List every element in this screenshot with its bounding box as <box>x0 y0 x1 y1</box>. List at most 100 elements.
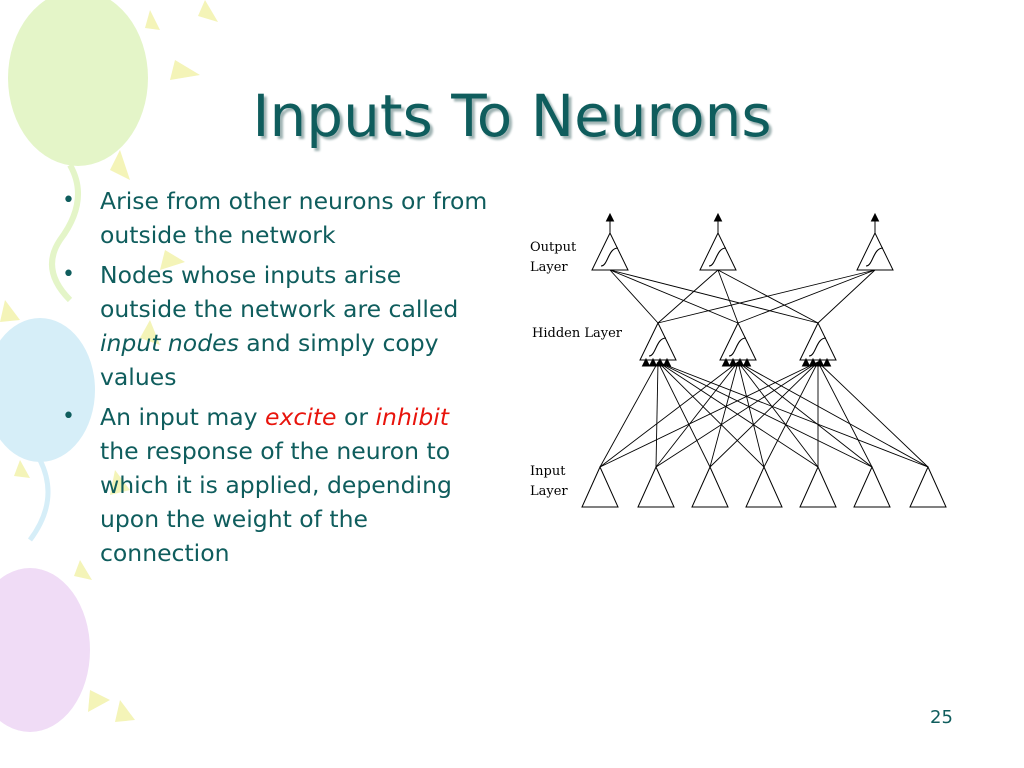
output-arrow-icon <box>605 212 615 222</box>
bullet-dot: • <box>62 404 75 429</box>
neuron-triangle <box>637 465 675 508</box>
input-node <box>637 465 675 508</box>
input-arrow-icon <box>808 357 818 367</box>
bullet-emphasis: input nodes <box>100 329 239 357</box>
neuron-triangle <box>853 465 891 508</box>
bullet-text: Nodes whose inputs arise outside the net… <box>100 261 459 323</box>
bullet-item: • Arise from other neurons or from outsi… <box>58 184 488 252</box>
input-arrow-icon <box>815 357 825 367</box>
sigmoid-icon <box>708 247 727 267</box>
connection-line <box>717 269 739 324</box>
connection-line <box>657 361 819 468</box>
hidden-neuron <box>719 321 757 361</box>
neuron-triangle <box>691 465 729 508</box>
bullet-list: • Arise from other neurons or from outsi… <box>58 184 488 576</box>
connection-line <box>657 361 929 468</box>
input-arrow-icon <box>655 357 665 367</box>
sigmoid-icon <box>648 337 667 357</box>
connection-lines <box>599 269 929 468</box>
input-arrow-icon <box>801 357 811 367</box>
connection-line <box>817 269 876 324</box>
bullet-item: • Nodes whose inputs arise outside the n… <box>58 258 488 394</box>
connection-line <box>737 361 873 468</box>
input-node <box>745 465 783 508</box>
neuron-triangle <box>591 231 629 271</box>
connection-line <box>609 269 739 324</box>
neuron-triangle <box>745 465 783 508</box>
connection-line <box>817 361 873 468</box>
connection-line <box>737 361 929 468</box>
neuron-triangle <box>699 231 737 271</box>
connection-line <box>657 361 873 468</box>
output-layer-label: Layer <box>530 260 568 275</box>
connection-line <box>717 269 819 324</box>
output-neuron <box>591 231 629 271</box>
hidden-neuron <box>639 321 677 361</box>
bullet-emphasis-excite: excite <box>265 403 337 431</box>
output-arrow-icon <box>870 212 880 222</box>
neuron-triangle <box>719 321 757 361</box>
input-layer-label: Layer <box>530 484 568 499</box>
connection-line <box>599 361 819 468</box>
sigmoid-icon <box>600 247 619 267</box>
connection-line <box>763 361 819 468</box>
balloon-purple <box>0 568 90 732</box>
connection-line <box>599 361 659 468</box>
slide-title: Inputs To Neurons <box>252 82 772 150</box>
input-arrow-icon <box>728 357 738 367</box>
sigmoid-icon <box>728 337 747 357</box>
input-arrow-icon <box>641 357 651 367</box>
connection-line <box>655 361 739 468</box>
input-arrow-icon <box>742 357 752 367</box>
connection-line <box>709 361 739 468</box>
neuron-triangle <box>799 321 837 361</box>
balloon-blue <box>0 318 95 542</box>
neuron-triangle <box>799 465 837 508</box>
neural-network-diagram: Output Layer Hidden Layer Input Layer <box>530 212 947 508</box>
connection-line <box>657 361 765 468</box>
neuron-triangle <box>856 231 894 271</box>
connection-line <box>737 361 765 468</box>
neuron-triangle <box>639 321 677 361</box>
connection-line <box>599 361 739 468</box>
neuron-nodes <box>581 212 947 508</box>
input-node <box>909 465 947 508</box>
bullet-item: • An input may excite or inhibit the res… <box>58 400 488 570</box>
input-node <box>799 465 837 508</box>
connection-line <box>817 361 929 468</box>
connection-line <box>655 361 659 468</box>
bullet-dot: • <box>62 188 75 213</box>
bullet-text: Arise from other neurons or from outside… <box>100 187 488 249</box>
balloon-green <box>8 0 148 303</box>
bullet-text: An input may <box>100 403 266 431</box>
decorative-stars <box>0 0 218 722</box>
output-neuron <box>856 231 894 271</box>
output-neuron <box>699 231 737 271</box>
hidden-layer-label: Hidden Layer <box>532 326 623 341</box>
neuron-triangle <box>909 465 947 508</box>
bullet-dot: • <box>62 262 75 287</box>
input-node <box>691 465 729 508</box>
page-number: 25 <box>930 707 953 728</box>
connection-line <box>657 361 711 468</box>
hidden-neuron <box>799 321 837 361</box>
connection-line <box>737 269 876 324</box>
output-layer-label: Output <box>530 240 577 255</box>
connection-line <box>657 269 719 324</box>
input-node <box>581 465 619 508</box>
connection-line <box>609 269 659 324</box>
output-arrow-icon <box>713 212 723 222</box>
input-layer-label: Input <box>530 464 566 479</box>
input-arrow-icon <box>648 357 658 367</box>
sigmoid-icon <box>865 247 884 267</box>
input-arrow-icon <box>721 357 731 367</box>
bullet-text: or <box>336 403 376 431</box>
input-arrow-icon <box>662 357 672 367</box>
connection-line <box>657 269 876 324</box>
bullet-text: and simply copy values <box>100 329 439 391</box>
input-arrow-icon <box>822 357 832 367</box>
neuron-triangle <box>581 465 619 508</box>
input-node <box>853 465 891 508</box>
sigmoid-icon <box>808 337 827 357</box>
